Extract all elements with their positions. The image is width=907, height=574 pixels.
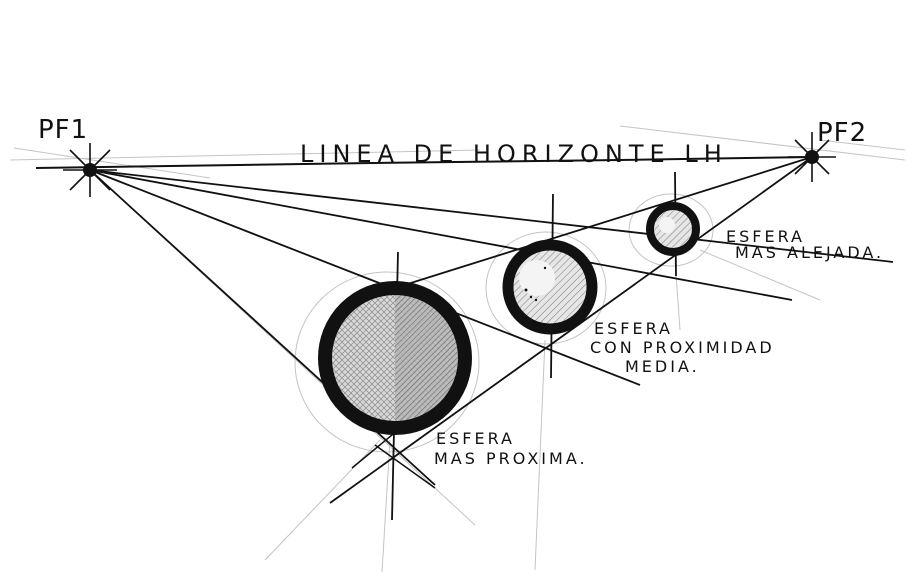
pf1-vanishing-point — [63, 143, 117, 197]
far-sphere-label-line1: ESFERA — [726, 227, 805, 246]
near-sphere-label-line2: MAS PROXIMA. — [434, 449, 588, 468]
pf2-vanishing-point — [788, 132, 836, 182]
medium-sphere-label-line1: ESFERA — [594, 319, 673, 338]
medium-sphere-label-line2: CON PROXIMIDAD — [590, 338, 775, 357]
near-sphere — [318, 281, 472, 435]
pf1-label: PF1 — [38, 115, 88, 145]
near-sphere-label-line1: ESFERA — [436, 429, 515, 448]
far-sphere-label-line2: MAS ALEJADA. — [735, 243, 884, 262]
near-crossing-strokes — [351, 429, 436, 489]
pf2-perspective-lines — [329, 156, 813, 504]
horizon-label: LINEA DE HORIZONTE LH — [300, 140, 728, 168]
pf2-label: PF2 — [817, 118, 867, 148]
far-sphere — [646, 202, 700, 256]
medium-sphere — [502, 239, 598, 335]
medium-sphere-label-line3: MEDIA. — [625, 357, 700, 376]
horizon-line — [35, 156, 813, 169]
